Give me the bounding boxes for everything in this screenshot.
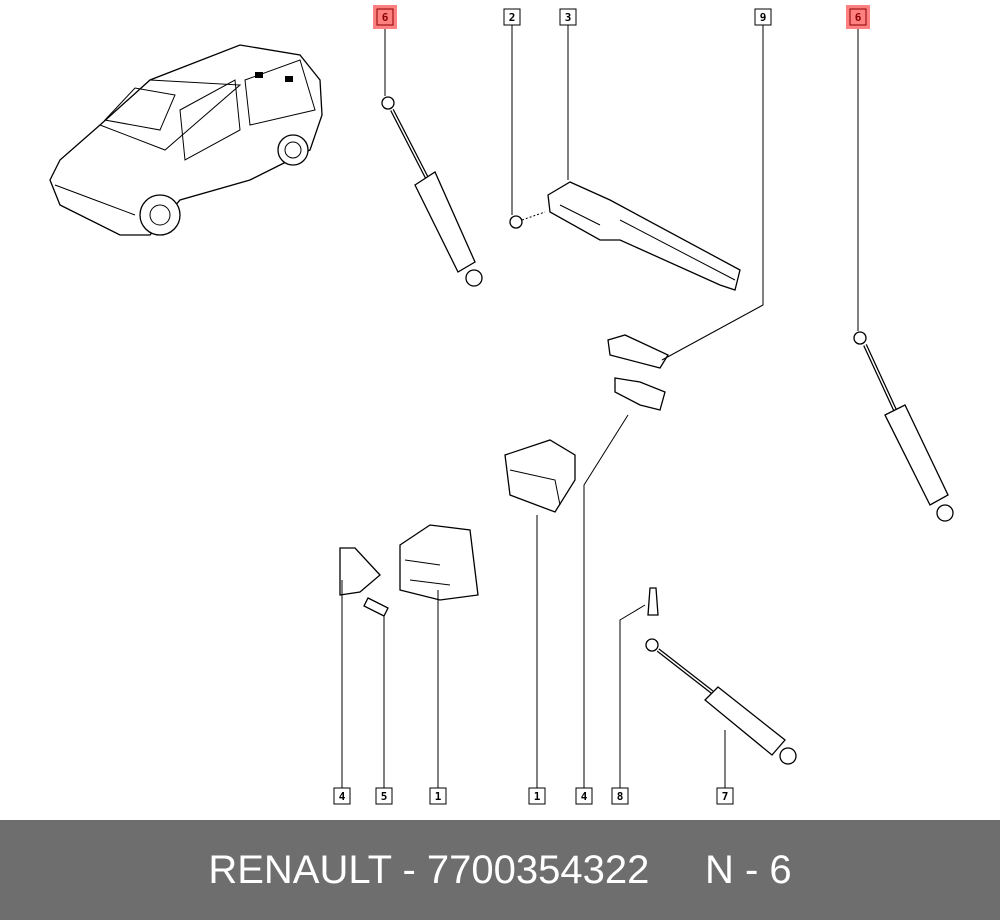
callout-top-6a: 6 bbox=[373, 5, 397, 29]
callout-label: 3 bbox=[565, 11, 572, 24]
bracket-parts bbox=[339, 334, 669, 617]
gas-strut-right bbox=[853, 331, 954, 522]
car-illustration bbox=[49, 44, 323, 236]
callout-label: 5 bbox=[381, 790, 388, 803]
brand: RENAULT bbox=[208, 848, 392, 892]
callout-label: 1 bbox=[435, 790, 442, 803]
footer-bar: RENAULT - 7700354322 N - 6 bbox=[0, 820, 1000, 920]
gas-strut-left bbox=[381, 96, 483, 287]
callout-top-3: 3 bbox=[559, 8, 577, 26]
reference: N - 6 bbox=[704, 848, 792, 892]
callout-label: 6 bbox=[382, 11, 389, 24]
callout-top-6b: 6 bbox=[846, 5, 870, 29]
callout-label: 7 bbox=[722, 790, 729, 803]
leader-lines bbox=[341, 25, 859, 788]
callout-bottom-1b: 1 bbox=[528, 787, 546, 805]
callout-bottom-5: 5 bbox=[375, 787, 393, 805]
callout-label: 9 bbox=[760, 11, 767, 24]
callout-label: 4 bbox=[581, 790, 588, 803]
callout-label: 1 bbox=[534, 790, 541, 803]
callout-top-2: 2 bbox=[503, 8, 521, 26]
parts-diagram: 6 2 3 9 6 4 5 1 1 4 8 7 bbox=[49, 5, 954, 805]
separator: - bbox=[391, 848, 427, 892]
callout-label: 4 bbox=[339, 790, 346, 803]
callout-bottom-4b: 4 bbox=[575, 787, 593, 805]
callout-bottom-4a: 4 bbox=[333, 787, 351, 805]
callout-label: 2 bbox=[509, 11, 516, 24]
callout-bottom-7: 7 bbox=[716, 787, 734, 805]
part-number: 7700354322 bbox=[426, 848, 650, 892]
tailgate-handle bbox=[509, 181, 741, 291]
callout-top-9: 9 bbox=[754, 8, 772, 26]
callout-label: 6 bbox=[855, 11, 862, 24]
callout-label: 8 bbox=[617, 790, 624, 803]
callout-bottom-8: 8 bbox=[611, 787, 629, 805]
callout-bottom-1a: 1 bbox=[429, 787, 447, 805]
gas-strut-bottom bbox=[645, 638, 797, 765]
